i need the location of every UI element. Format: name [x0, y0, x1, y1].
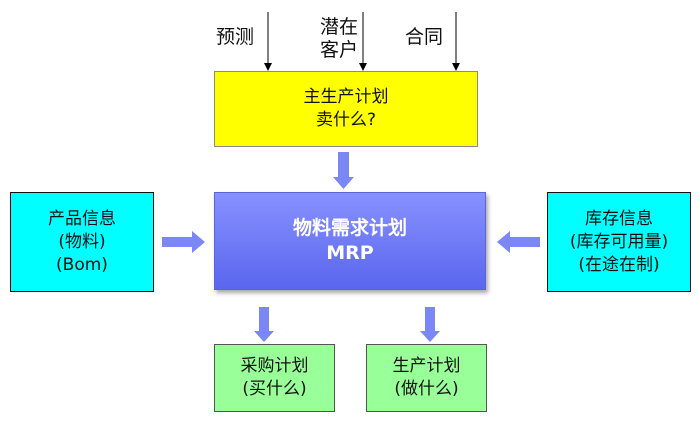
- arrow-master-to-mrp: [333, 152, 354, 189]
- mrp-box: 物料需求计划 MRP: [214, 192, 486, 290]
- input-label-forecast: 预测: [216, 26, 255, 48]
- input-label-potential-line2: 客户: [320, 39, 359, 61]
- arrow-product-to-mrp: [162, 231, 205, 253]
- production-plan-title: 生产计划: [392, 356, 461, 376]
- stock-info-in-transit: (在途在制): [578, 254, 660, 275]
- purchase-plan-box: 采购计划 (买什么): [214, 344, 335, 412]
- input-label-potential-line1: 潜在: [320, 16, 359, 38]
- master-production-plan-box: 主生产计划 卖什么?: [214, 71, 478, 147]
- input-arrow-forecast: [264, 12, 272, 71]
- input-arrow-contract: [452, 12, 460, 71]
- arrow-mrp-to-production: [420, 307, 440, 342]
- product-info-materials: (物料): [58, 231, 106, 252]
- master-plan-title: 主生产计划: [303, 87, 389, 107]
- purchase-plan-subtitle: (买什么): [242, 379, 307, 399]
- input-label-contract: 合同: [405, 26, 444, 48]
- stock-info-title: 库存信息: [585, 208, 653, 229]
- input-label-potential-customers: 潜在 客户: [320, 16, 358, 62]
- stock-info-available: (库存可用量): [569, 231, 669, 252]
- product-info-title: 产品信息: [48, 208, 116, 229]
- production-plan-box: 生产计划 (做什么): [366, 344, 487, 412]
- product-info-bom: (Bom): [56, 254, 108, 275]
- mrp-subtitle: MRP: [326, 242, 374, 264]
- input-arrow-potential-customers: [359, 12, 367, 71]
- stock-info-box: 库存信息 (库存可用量) (在途在制): [547, 192, 691, 292]
- mrp-title: 物料需求计划: [292, 217, 407, 239]
- production-plan-subtitle: (做什么): [394, 379, 459, 399]
- master-plan-subtitle: 卖什么?: [315, 110, 377, 130]
- product-info-box: 产品信息 (物料) (Bom): [10, 192, 154, 292]
- arrow-stock-to-mrp: [497, 231, 540, 253]
- purchase-plan-title: 采购计划: [240, 356, 309, 376]
- arrow-mrp-to-purchase: [254, 307, 274, 342]
